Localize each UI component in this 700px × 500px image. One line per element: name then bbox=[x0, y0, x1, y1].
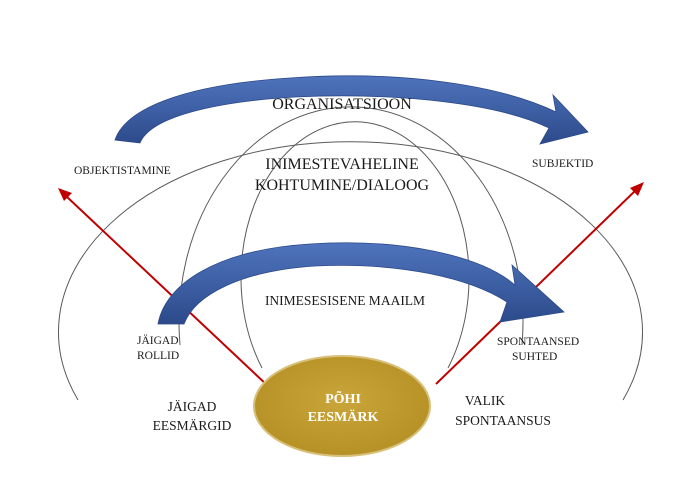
outer-ring bbox=[58, 141, 643, 401]
label-rigid-goals-line2: EESMÄRGID bbox=[153, 418, 232, 433]
red-arrow-right-head bbox=[630, 182, 644, 196]
label-spontaneous-relations-line2: SUHTED bbox=[512, 351, 557, 363]
red-arrow-left bbox=[65, 195, 269, 387]
core-goal-ellipse bbox=[253, 355, 431, 457]
red-arrow-left-head bbox=[58, 188, 72, 201]
curved-arrow-top bbox=[114, 75, 589, 145]
label-intrapersonal: INIMESESISENE MAAILM bbox=[265, 293, 425, 308]
label-organization: ORGANISATSIOON bbox=[272, 96, 412, 113]
label-spontaneous-relations-line1: SPONTAANSED bbox=[497, 336, 579, 348]
core-goal-line1: PÕHI bbox=[325, 389, 361, 407]
label-interpersonal-line1: INIMESTEVAHELINE bbox=[265, 156, 418, 173]
label-subjects: SUBJEKTID bbox=[532, 158, 593, 170]
label-interpersonal-line2: KOHTUMINE/DIALOOG bbox=[255, 177, 430, 194]
label-rigid-goals-line1: JÄIGAD bbox=[168, 399, 217, 414]
label-choice-line2: SPONTAANSUS bbox=[455, 413, 551, 428]
label-rigid-roles-line2: ROLLID bbox=[137, 350, 179, 362]
middle-ring bbox=[178, 106, 524, 346]
label-objectification: OBJEKTISTAMINE bbox=[74, 165, 171, 177]
label-choice-line1: VALIK bbox=[465, 393, 506, 408]
label-rigid-roles-line1: JÄIGAD bbox=[137, 333, 179, 347]
core-goal-line2: EESMÄRK bbox=[308, 409, 379, 425]
curved-arrow-inner bbox=[157, 242, 565, 325]
